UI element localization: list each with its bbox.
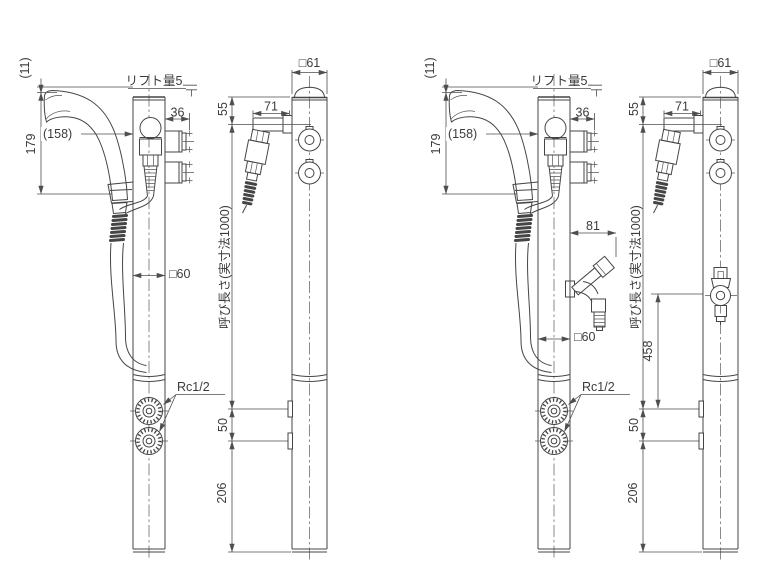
left-drawing: (11) 179 (158) リフト量5 36 □60 Rc1/2 □61 71… <box>18 56 329 562</box>
note-lift-left: リフト量5 <box>126 74 183 88</box>
label-thread-rc-left: Rc1/2 <box>177 380 210 394</box>
side-dimensions-left <box>228 69 328 553</box>
dim-height-458-right: 458 <box>641 341 655 362</box>
dim-width-158-left: (158) <box>43 127 72 141</box>
dim-height-55-left: 55 <box>216 102 230 116</box>
right-drawing: (11) 179 (158) リフト量5 36 81 □60 Rc1/2 □61… <box>423 56 740 562</box>
dim-height-206-right: 206 <box>626 483 640 504</box>
dim-nominal-length-left: 呼び長さ(実寸法1000) <box>217 205 232 329</box>
dim-width-71-right: 71 <box>675 100 689 114</box>
dim-width-36-right: 36 <box>576 106 590 120</box>
label-thread-rc-right: Rc1/2 <box>582 380 615 394</box>
dim-height-55-right: 55 <box>627 102 641 116</box>
front-dimensions-right <box>442 78 630 432</box>
dim-square-60-left: □60 <box>169 267 191 281</box>
side-view-left <box>233 74 329 562</box>
note-lift-right: リフト量5 <box>531 74 588 88</box>
dim-offset-11-right: (11) <box>423 57 437 78</box>
faucet-side <box>705 267 737 325</box>
dim-height-206-left: 206 <box>215 483 229 504</box>
dim-square-61-right: □61 <box>710 56 732 70</box>
dim-pitch-50-left: 50 <box>216 418 230 432</box>
side-dimensions-right <box>639 69 739 553</box>
dim-nominal-length-right: 呼び長さ(実寸法1000) <box>628 205 643 329</box>
front-view-right <box>447 72 601 562</box>
dim-square-61-left: □61 <box>299 56 321 70</box>
dim-square-60-right: □60 <box>574 330 596 344</box>
dim-height-179-right: 179 <box>429 134 443 155</box>
dim-width-36-left: 36 <box>171 106 185 120</box>
dim-pitch-50-right: 50 <box>627 418 641 432</box>
dim-width-81-right: 81 <box>586 219 600 233</box>
dim-offset-11-left: (11) <box>18 57 32 78</box>
faucet-front <box>565 255 615 331</box>
dim-width-158-right: (158) <box>448 127 477 141</box>
dim-height-179-left: 179 <box>24 134 38 155</box>
dim-width-71-left: 71 <box>264 100 278 114</box>
front-dimensions-left <box>37 78 225 432</box>
front-view-left <box>42 72 196 562</box>
